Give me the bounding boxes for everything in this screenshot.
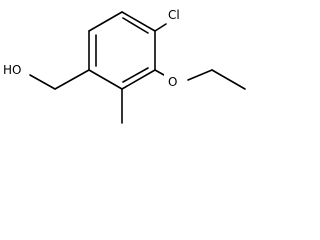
hydroxyl-label: HO [3, 63, 21, 77]
chemical-structure-diagram: Cl O HO [0, 5, 246, 124]
bond-ring-to-ether-o [154, 69, 165, 76]
chlorine-label: Cl [168, 8, 180, 22]
ring-bond-c5-c6 [88, 69, 123, 90]
bond-ring-to-cl [154, 23, 167, 32]
bond-ether-o-to-ch2 [187, 69, 213, 81]
bond-ethyl-ch2-to-ch3 [211, 69, 246, 90]
molecule-canvas: Cl O HO [0, 0, 264, 132]
ether-oxygen-label: O [168, 75, 177, 89]
ether-o-label-mask [164, 72, 180, 90]
bond-ring-to-benzylic-carbon [54, 69, 90, 90]
cl-label-mask [164, 5, 188, 23]
oh-label-mask [0, 60, 28, 78]
bond-benzylic-carbon-to-oh [29, 74, 56, 90]
ring-double-bond-c4-c5 [122, 67, 149, 83]
ring-double-bond-c2-c3 [122, 17, 149, 34]
ring-bond-c4-c5 [121, 69, 156, 90]
ring-bond-c1-c2 [88, 11, 123, 32]
ring-bond-c2-c3 [121, 11, 156, 32]
